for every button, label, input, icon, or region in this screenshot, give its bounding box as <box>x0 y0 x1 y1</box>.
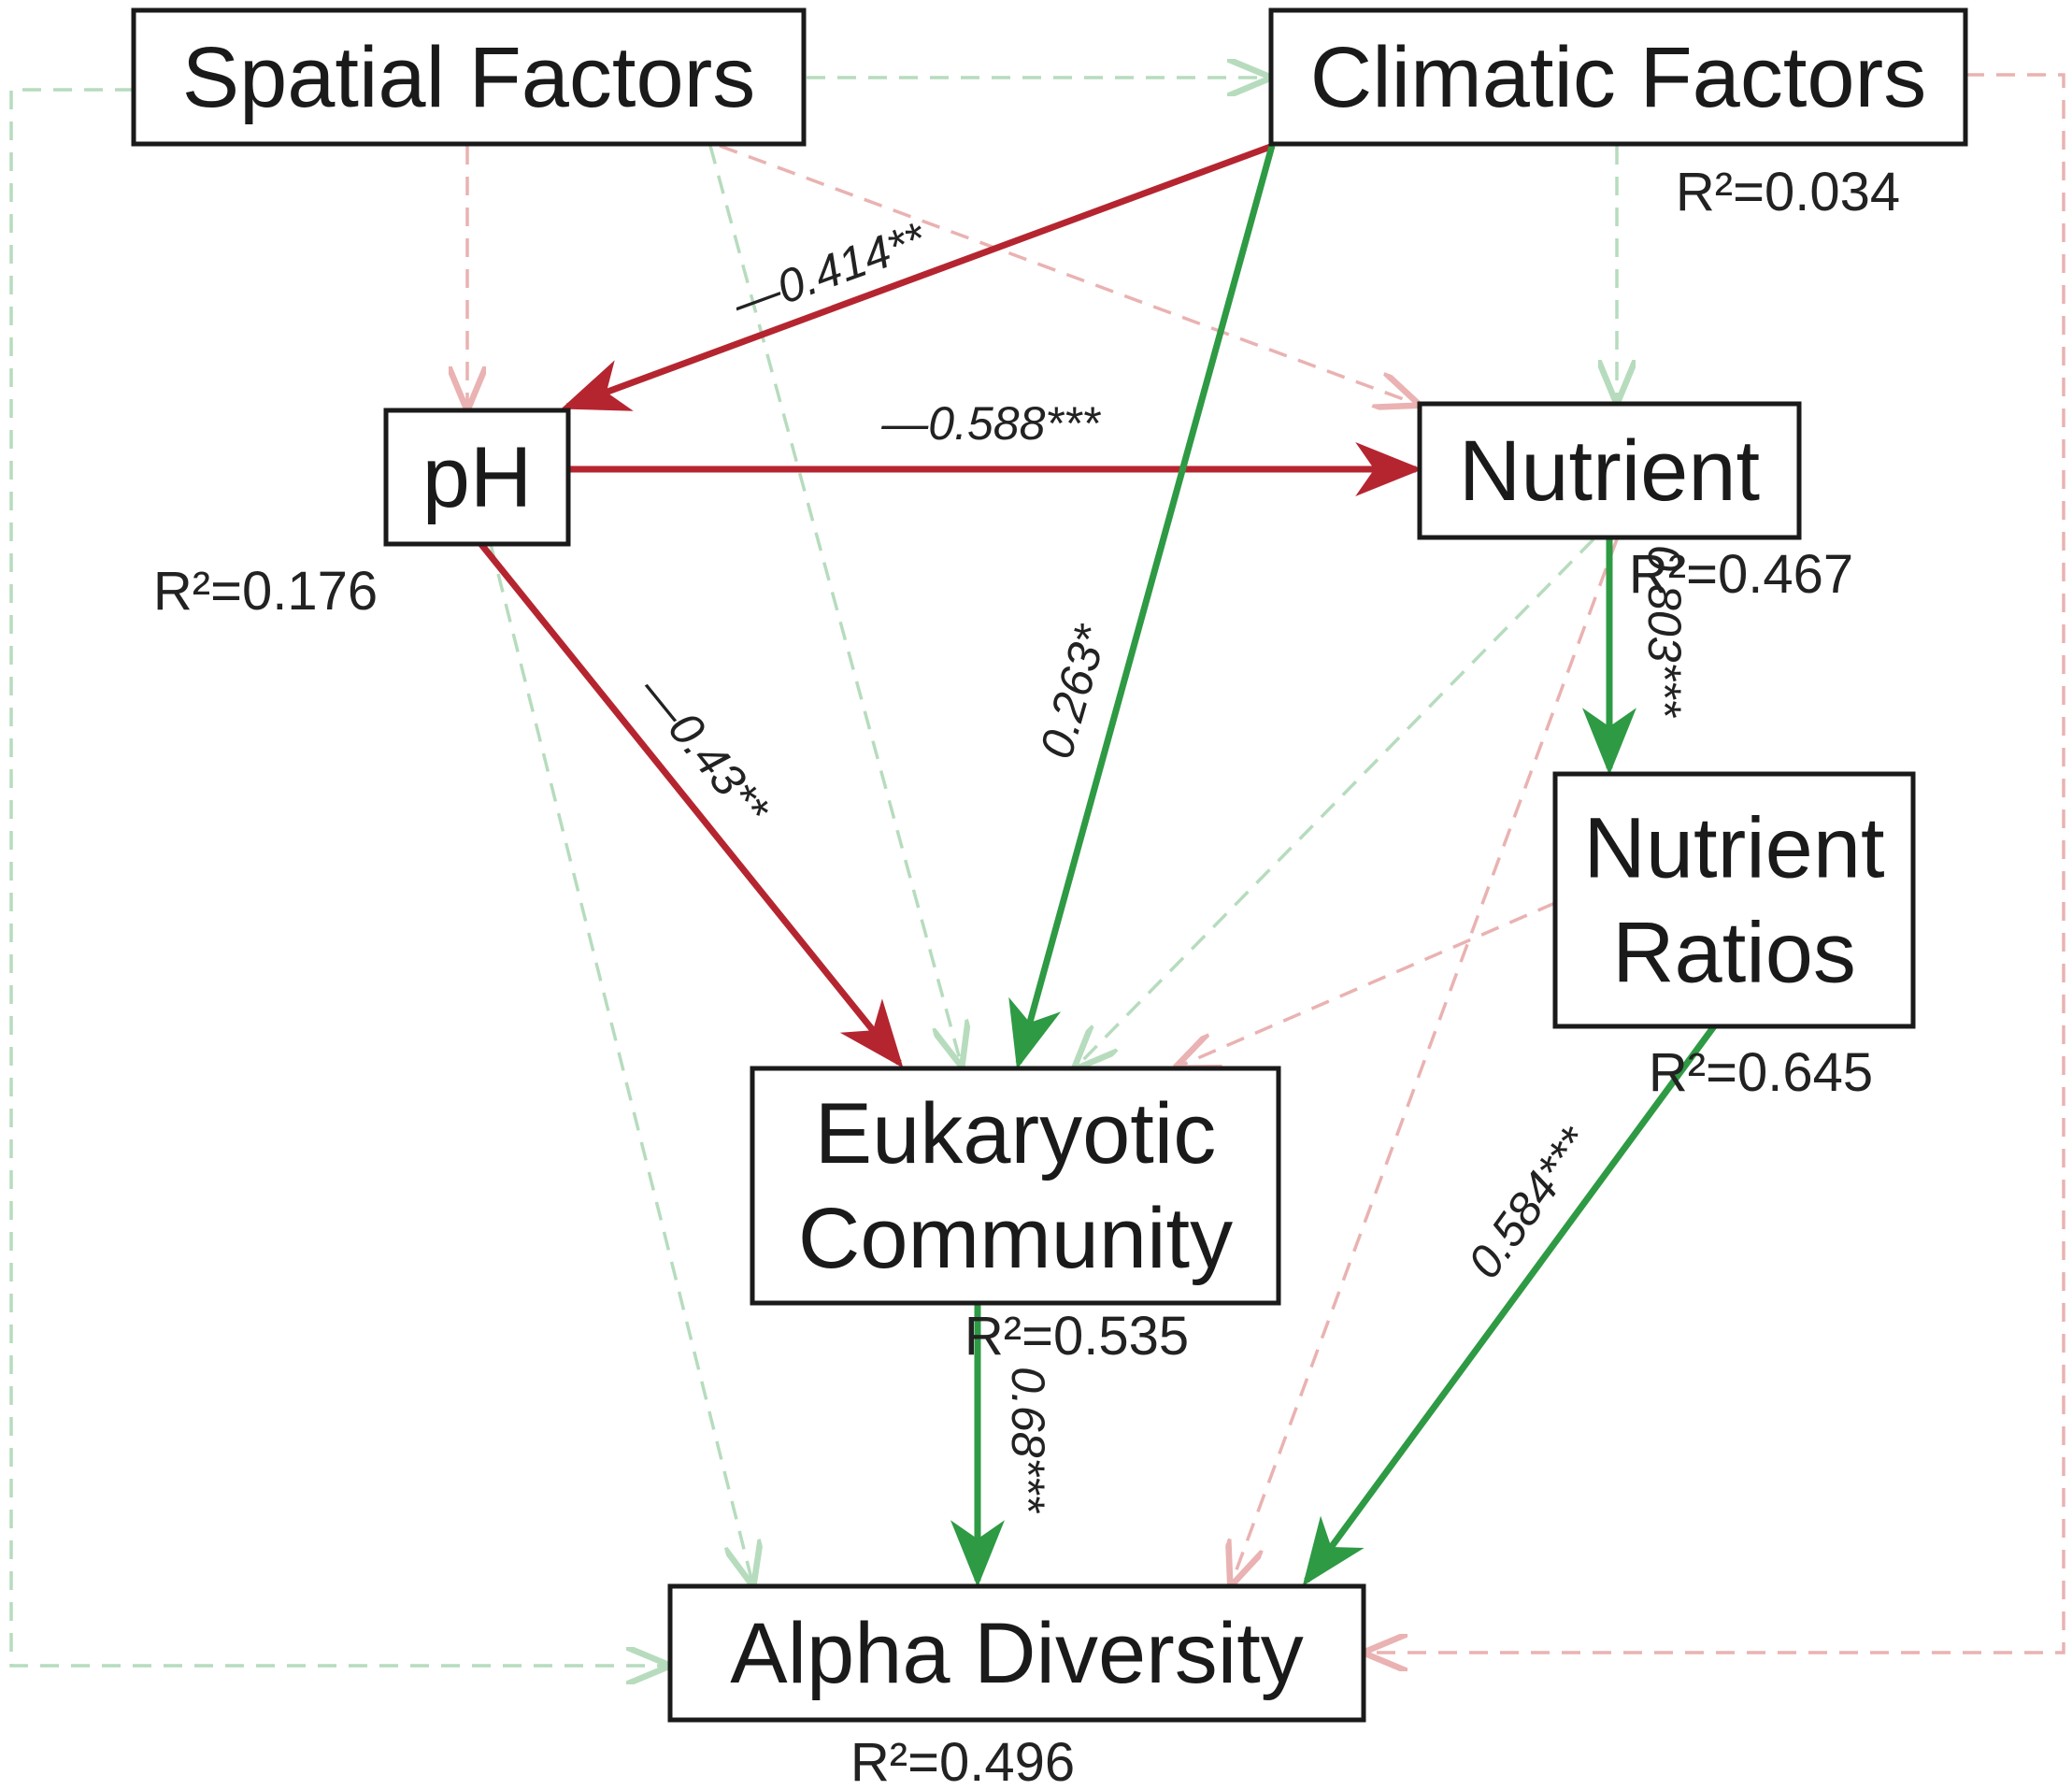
path-spatial-to-eukaryotic <box>708 145 961 1063</box>
coef-label-ratios-to-alpha: 0.584*** <box>1458 1117 1602 1288</box>
coef-label-eukaryotic-to-alpha: 0.68*** <box>1002 1367 1054 1513</box>
r-squared-alpha: R²=0.496 <box>850 1732 1075 1790</box>
node-label-eukaryotic-line-1: Eukaryotic <box>815 1086 1217 1181</box>
node-label-alpha: Alpha Diversity <box>730 1606 1304 1701</box>
node-label-ph: pH <box>422 430 533 525</box>
node-label-eukaryotic-line-2: Community <box>798 1191 1233 1286</box>
r-squared-eukaryotic: R²=0.535 <box>965 1306 1189 1367</box>
node-box-spatial <box>131 7 807 147</box>
path-ratios-to-alpha <box>1302 1024 1717 1586</box>
node-label-spatial: Spatial Factors <box>182 30 756 125</box>
coef-label-ph-to-nutrient: —0.588*** <box>880 397 1101 450</box>
node-label-ratios-line-1: Nutrient <box>1583 800 1884 895</box>
node-box-alpha <box>667 1583 1366 1723</box>
node-box-climatic <box>1268 7 1968 147</box>
node-box-ratios <box>1552 771 1916 1029</box>
node-ph: pH R²=0.176 <box>153 408 571 622</box>
node-label-ratios-line-2: Ratios <box>1612 906 1856 1001</box>
r-squared-nutrient: R²=0.467 <box>1629 544 1853 605</box>
node-label-nutrient: Nutrient <box>1459 423 1760 519</box>
r-squared-ratios: R²=0.645 <box>1649 1042 1873 1103</box>
path-climatic-to-eukaryotic <box>1008 145 1276 1069</box>
path-ph-to-alpha <box>489 543 752 1582</box>
node-box-eukaryotic <box>750 1066 1281 1306</box>
path-spatial-to-alpha <box>9 88 666 1666</box>
path-climatic-to-alpha <box>1367 73 2065 1653</box>
node-box-nutrient <box>1417 401 1802 540</box>
node-label-climatic: Climatic Factors <box>1310 30 1926 125</box>
node-spatial: Spatial Factors <box>131 7 807 147</box>
coef-label-nutrient-to-ratios: 0.803*** <box>1638 545 1691 718</box>
r-squared-ph: R²=0.176 <box>153 561 378 622</box>
r-squared-climatic: R²=0.034 <box>1676 162 1900 222</box>
path-ph-to-eukaryotic <box>473 535 904 1068</box>
path-spatial-to-nutrient <box>719 144 1416 404</box>
path-nutrient-to-eukaryotic <box>1077 537 1595 1067</box>
path-nutrient-to-alpha <box>1232 538 1619 1582</box>
path-ratios-to-eukaryotic <box>1179 901 1556 1067</box>
significant-paths <box>473 142 1717 1588</box>
path-climatic-to-ph <box>561 142 1275 411</box>
non-significant-paths <box>9 73 2065 1666</box>
node-box-ph <box>383 408 571 547</box>
